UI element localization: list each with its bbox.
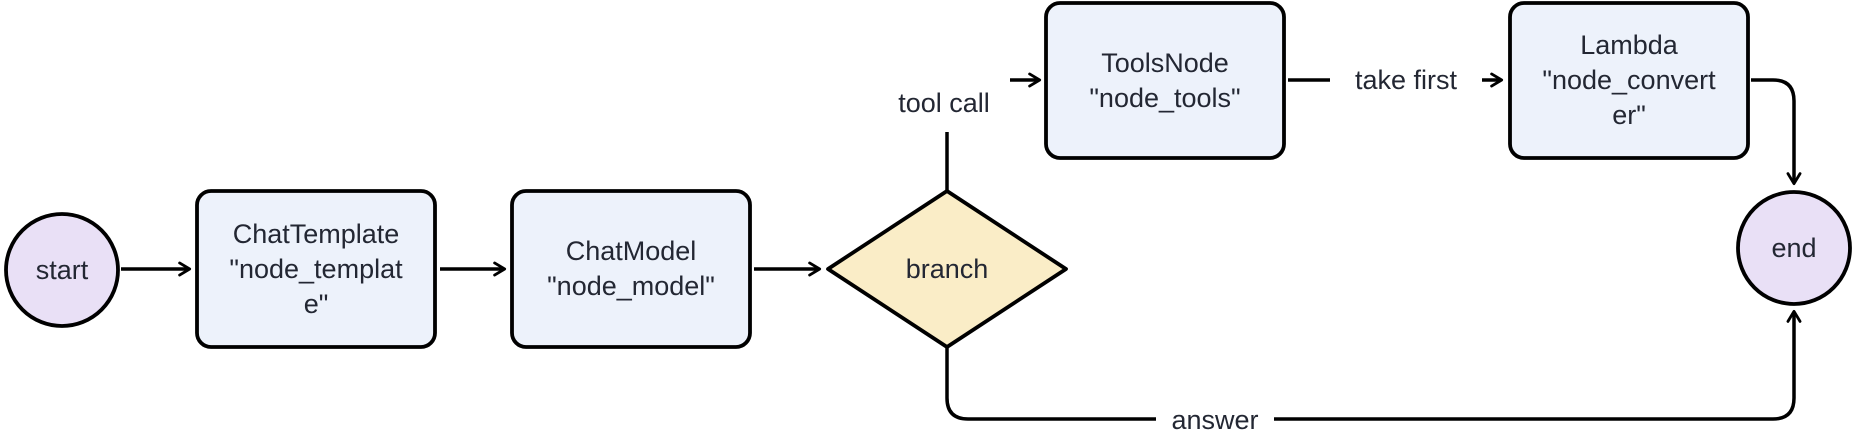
edge-label-take-first: take first <box>1330 57 1482 103</box>
end-node-shape <box>1736 190 1852 306</box>
lambda-node-shape <box>1508 1 1750 160</box>
edge-branch-to-end-answer <box>945 309 1802 421</box>
start-node-label: start <box>35 254 89 285</box>
branch-node-label: branch <box>905 253 989 284</box>
chattemplate-node-shape <box>195 189 437 349</box>
edge-label-tool-call: tool call <box>878 74 1010 132</box>
chatmodel-node-shape <box>510 189 752 349</box>
chatmodel-node-label: ChatModel "node_model" <box>547 236 715 301</box>
start-node-shape <box>4 212 120 328</box>
toolsnode-node-shape <box>1044 1 1286 160</box>
edge-label-answer: answer <box>1156 396 1274 440</box>
branch-decision-shape <box>826 189 1068 349</box>
end-node-label: end <box>1771 232 1817 263</box>
lambda-node-label: Lambda "node_convert er" <box>1542 30 1716 130</box>
toolsnode-node-label: ToolsNode "node_tools" <box>1089 47 1241 113</box>
edge-converter-to-end <box>1751 78 1802 186</box>
chattemplate-node-label: ChatTemplate "node_templat e" <box>229 218 403 319</box>
